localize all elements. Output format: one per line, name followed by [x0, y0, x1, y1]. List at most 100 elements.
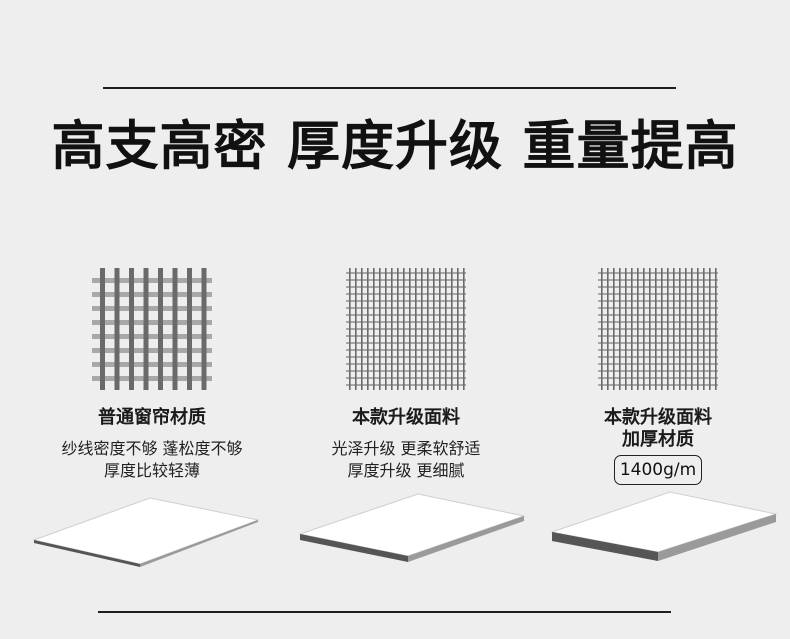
description-line: 纱线密度不够 蓬松度不够 [61, 439, 243, 458]
fine-weave-icon [598, 268, 718, 390]
warp-thread [391, 268, 393, 390]
warp-thread [613, 268, 615, 390]
weft-thread [598, 293, 718, 295]
warp-thread [463, 268, 465, 390]
weft-thread [598, 363, 718, 365]
warp-thread [385, 268, 387, 390]
weft-thread [346, 335, 466, 337]
weft-thread [598, 279, 718, 281]
warp-thread [607, 268, 609, 390]
warp-thread [403, 268, 405, 390]
weft-thread [92, 334, 212, 339]
weft-thread [92, 292, 212, 297]
description-line: 厚度比较轻薄 [103, 461, 200, 480]
weft-thread [598, 300, 718, 302]
weight-badge: 1400g/m [613, 455, 703, 485]
weft-thread [92, 306, 212, 311]
warp-thread [661, 268, 663, 390]
column-title: 本款升级面料 [352, 407, 460, 428]
weft-thread [92, 376, 212, 381]
column-thickened-fabric: 本款升级面料 加厚材质 1400g/m [528, 268, 788, 485]
weft-thread [598, 370, 718, 372]
warp-thread [655, 268, 657, 390]
weft-thread [92, 320, 212, 325]
weft-thread [346, 328, 466, 330]
warp-thread [625, 268, 627, 390]
warp-thread [129, 268, 134, 390]
weft-thread [346, 384, 466, 386]
weft-thread [598, 272, 718, 274]
warp-thread [158, 268, 163, 390]
weft-thread [346, 300, 466, 302]
column-description: 纱线密度不够 蓬松度不够 厚度比较轻薄 [22, 438, 282, 482]
weft-thread [346, 349, 466, 351]
warp-thread [379, 268, 381, 390]
warp-thread [172, 268, 178, 390]
warp-thread [715, 268, 717, 390]
warp-thread [667, 268, 669, 390]
weft-thread [598, 314, 718, 316]
coarse-weave-icon [92, 268, 212, 390]
weft-thread [92, 362, 212, 367]
fabric-sheet-thin [32, 497, 260, 567]
fabric-sheet-medium [298, 493, 526, 562]
warp-thread [679, 268, 681, 390]
warp-thread [673, 268, 675, 390]
warp-thread [643, 268, 645, 390]
warp-thread [619, 268, 621, 390]
bottom-divider [98, 611, 671, 613]
weft-thread [598, 328, 718, 330]
warp-thread [355, 268, 357, 390]
warp-thread [367, 268, 369, 390]
column-standard-fabric: 普通窗帘材质 纱线密度不够 蓬松度不够 厚度比较轻薄 [22, 268, 282, 482]
warp-thread [201, 268, 207, 390]
warp-thread [433, 268, 435, 390]
warp-thread [421, 268, 423, 390]
warp-thread [685, 268, 687, 390]
warp-thread [361, 268, 363, 390]
weft-thread [346, 377, 466, 379]
fabric-sheet-thick [550, 491, 778, 561]
page-headline: 高支高密 厚度升级 重量提高 [51, 116, 739, 177]
warp-thread [697, 268, 699, 390]
weft-thread [346, 342, 466, 344]
weft-thread [346, 279, 466, 281]
weft-thread [598, 335, 718, 337]
weft-thread [92, 278, 212, 283]
warp-thread [601, 268, 603, 390]
warp-thread [427, 268, 429, 390]
warp-thread [415, 268, 417, 390]
weft-thread [598, 342, 718, 344]
warp-thread [143, 268, 149, 390]
fine-weave-icon [346, 268, 466, 390]
warp-thread [691, 268, 693, 390]
warp-thread [709, 268, 711, 390]
warp-thread [397, 268, 399, 390]
warp-thread [445, 268, 447, 390]
warp-thread [451, 268, 453, 390]
warp-thread [439, 268, 441, 390]
weft-thread [346, 370, 466, 372]
warp-thread [631, 268, 633, 390]
description-line: 光泽升级 更柔软舒适 [331, 439, 481, 458]
column-upgraded-fabric: 本款升级面料 光泽升级 更柔软舒适 厚度升级 更细腻 [276, 268, 536, 482]
column-title: 本款升级面料 [604, 407, 712, 428]
warp-thread [703, 268, 705, 390]
weft-thread [598, 286, 718, 288]
warp-thread [637, 268, 639, 390]
weft-thread [598, 377, 718, 379]
weft-thread [346, 363, 466, 365]
weft-thread [598, 307, 718, 309]
warp-thread [187, 268, 192, 390]
weft-thread [346, 321, 466, 323]
warp-thread [373, 268, 375, 390]
column-description: 光泽升级 更柔软舒适 厚度升级 更细腻 [276, 438, 536, 482]
weft-thread [346, 293, 466, 295]
warp-thread [457, 268, 459, 390]
weft-thread [346, 286, 466, 288]
weft-thread [598, 356, 718, 358]
warp-thread [409, 268, 411, 390]
weft-thread [346, 314, 466, 316]
warp-thread [114, 268, 120, 390]
weft-thread [346, 272, 466, 274]
